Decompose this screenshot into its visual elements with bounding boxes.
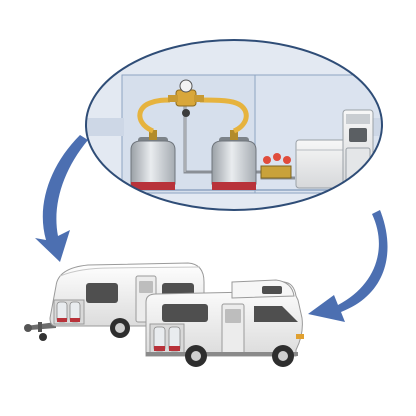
regulator-gauge xyxy=(179,79,193,93)
hose-left xyxy=(137,97,171,134)
changeover-knob xyxy=(182,109,190,117)
hose-right xyxy=(199,97,249,134)
gas-cylinder xyxy=(211,130,257,190)
motorhome-window xyxy=(162,304,208,322)
pressure-regulator xyxy=(168,79,204,117)
overcab-window xyxy=(262,286,282,294)
gas-cylinder xyxy=(168,326,181,352)
gas-cylinder xyxy=(56,301,68,323)
motorhome xyxy=(145,279,304,367)
gas-cylinder xyxy=(153,326,166,352)
shelf-band xyxy=(86,118,124,136)
bubble-outline xyxy=(85,39,383,211)
caravan-window xyxy=(86,283,118,303)
cab-window xyxy=(254,306,298,322)
jockey-wheel xyxy=(39,333,47,341)
shutoff-valve-manifold xyxy=(260,153,292,179)
gas-stove xyxy=(342,109,374,189)
left-arrow xyxy=(35,135,88,262)
gas-cylinder xyxy=(69,301,81,323)
cylinder-base xyxy=(131,182,175,190)
gas-cylinder xyxy=(130,130,176,190)
cylinder-base xyxy=(212,182,256,190)
right-arrow xyxy=(308,210,388,322)
detail-bubble xyxy=(85,39,383,211)
